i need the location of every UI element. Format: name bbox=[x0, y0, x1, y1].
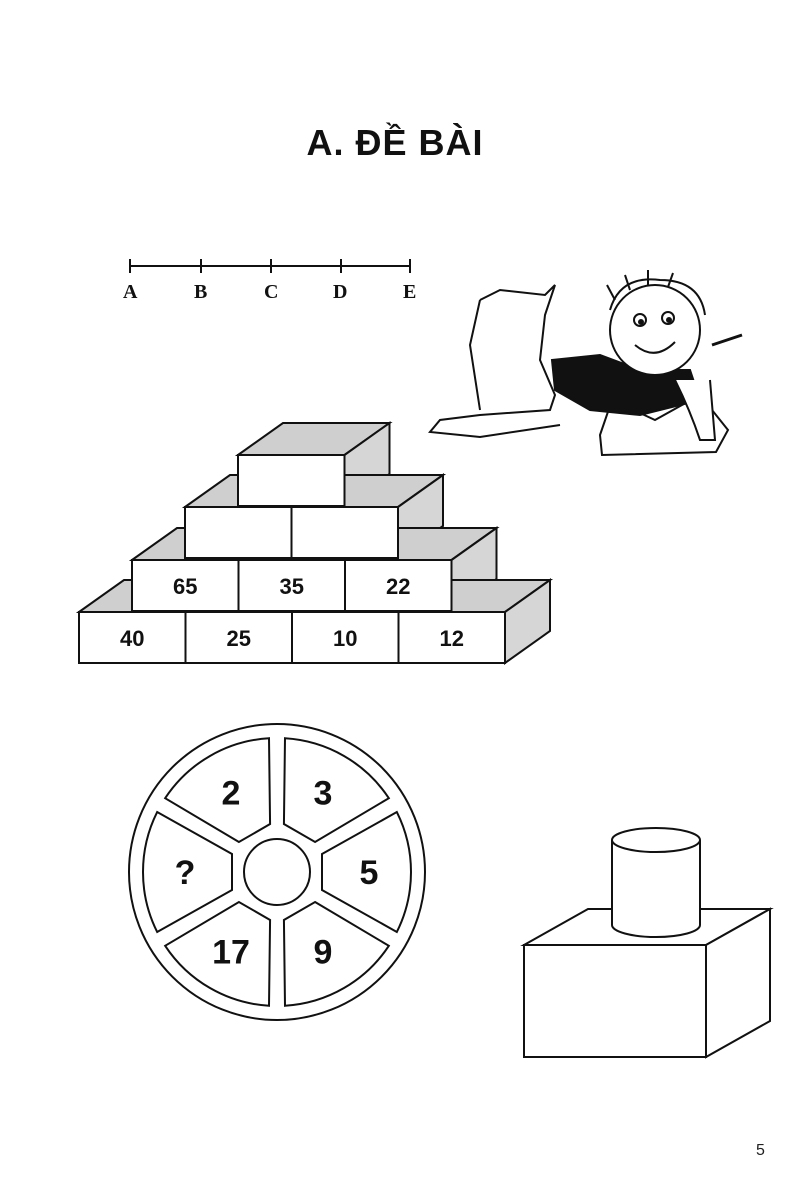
box-with-cylinder bbox=[520, 827, 774, 1059]
wheel-segment bbox=[282, 900, 391, 1007]
brick-pyramid: 65 35 22 40 25 10 12 bbox=[75, 421, 554, 665]
brick-number: 12 bbox=[440, 626, 464, 651]
brick-number: 22 bbox=[386, 574, 410, 599]
wheel-segment bbox=[282, 737, 391, 844]
brick bbox=[344, 559, 453, 612]
point-label-b: B bbox=[194, 281, 207, 303]
brick-number: 10 bbox=[333, 626, 357, 651]
wheel-hub bbox=[243, 838, 311, 906]
wheel-segment bbox=[321, 810, 412, 934]
number-wheel: 2 3 5 9 17? bbox=[128, 723, 426, 1021]
wheel-segment-number: 5 bbox=[360, 854, 379, 892]
brick-number: 65 bbox=[173, 574, 197, 599]
point-label-a: A bbox=[123, 281, 138, 303]
brick bbox=[291, 611, 400, 664]
brick bbox=[184, 611, 293, 664]
brick bbox=[397, 611, 506, 664]
brick bbox=[184, 506, 293, 559]
page-number: 5 bbox=[756, 1142, 765, 1159]
brick bbox=[131, 559, 240, 612]
point-label-d: D bbox=[333, 281, 347, 303]
boy-reading-illustration bbox=[428, 270, 743, 457]
number-line bbox=[129, 259, 411, 273]
wheel-segment-number: 3 bbox=[314, 774, 333, 812]
brick-number: 25 bbox=[227, 626, 251, 651]
point-label-c: C bbox=[264, 281, 278, 303]
wheel-segment-number: 17 bbox=[212, 934, 250, 972]
wheel-segment-number: ? bbox=[175, 854, 196, 892]
wheel-segment bbox=[163, 900, 272, 1007]
point-label-e: E bbox=[403, 281, 416, 303]
page-title: A. ĐỀ BÀI bbox=[306, 122, 484, 163]
wheel-segment bbox=[142, 810, 233, 934]
wheel-segment bbox=[163, 737, 272, 844]
brick-number: 35 bbox=[280, 574, 304, 599]
wheel-segment-number: 2 bbox=[222, 774, 241, 812]
wheel-segment-number: 9 bbox=[314, 934, 333, 972]
brick bbox=[290, 506, 399, 559]
brick-number: 40 bbox=[120, 626, 144, 651]
brick bbox=[237, 454, 346, 507]
